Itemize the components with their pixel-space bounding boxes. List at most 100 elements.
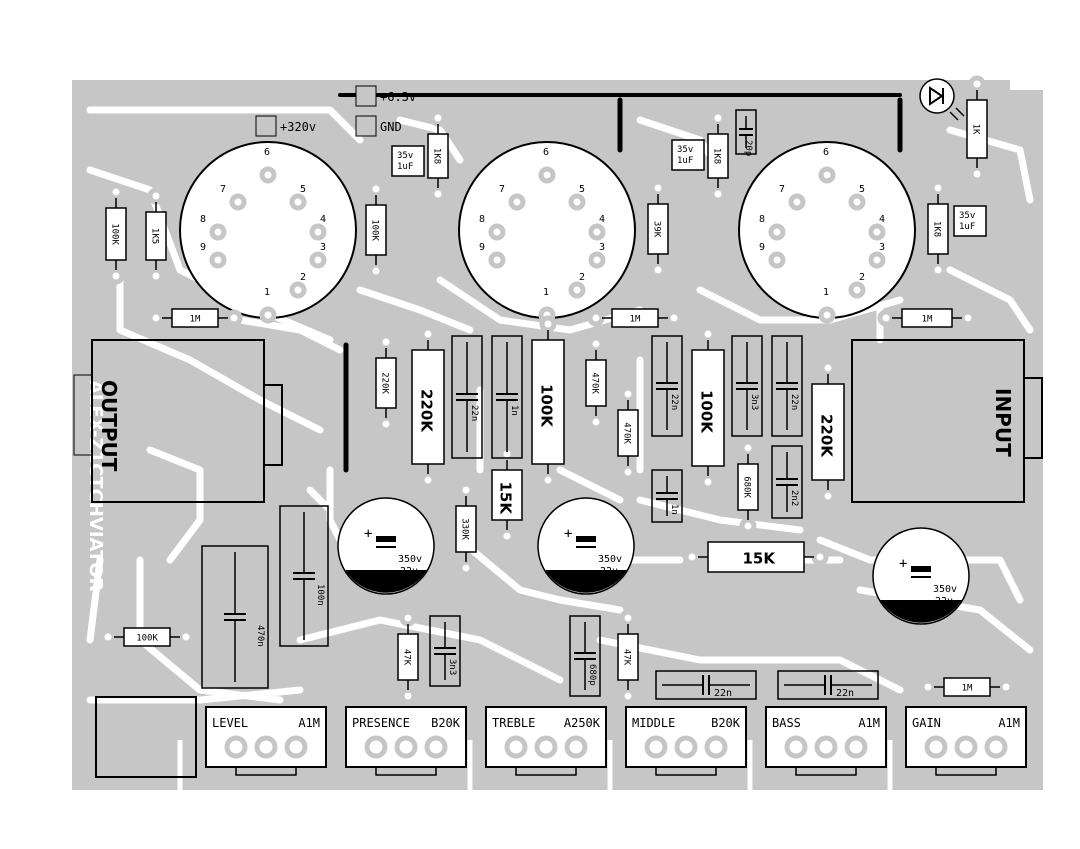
pot-level: LEVEL A1M — [205, 706, 327, 776]
tube-pin-label: 4 — [879, 214, 885, 225]
capacitor-c22n-a: 22n — [451, 335, 483, 459]
tube-pin-label: 6 — [264, 147, 270, 158]
pot-value: B20K — [711, 716, 741, 730]
pot-name: GAIN — [912, 716, 941, 730]
resistor-r15k-b: 15K — [683, 541, 829, 573]
resistor-value: 1K8 — [432, 148, 442, 164]
resistor-value: 1K — [971, 124, 981, 135]
capacitor-value: 1n — [509, 405, 519, 416]
tube-pin-label: 2 — [300, 272, 306, 283]
hv-label: +320v — [280, 120, 316, 134]
pot-value: A1M — [298, 716, 320, 730]
resistor-r1m-gain: 1M — [919, 677, 1015, 697]
tube-pin-label: 3 — [599, 242, 605, 253]
tube-pin-label: 3 — [879, 242, 885, 253]
resistor-r1m-left: 1M — [147, 308, 243, 328]
capacitor-voltage: 35v — [959, 211, 975, 221]
resistor-value: 100K — [370, 219, 380, 241]
tube-pin-label: 1 — [543, 287, 549, 298]
capacitor-value: 22n — [714, 688, 732, 699]
resistor-r470k-b: 470K — [617, 385, 639, 481]
capacitor-value: 100n — [315, 584, 325, 606]
resistor-value: 100K — [698, 390, 716, 434]
electrolytic-voltage: 350v — [933, 584, 957, 595]
tube-pin-label: 7 — [220, 184, 226, 195]
pot-value: A1M — [858, 716, 880, 730]
tube-pin-label: 8 — [200, 214, 206, 225]
resistor-value: 330K — [460, 518, 470, 540]
resistor-value: 680K — [742, 476, 752, 498]
capacitor-value: 2n2 — [789, 490, 799, 506]
electrolytic-voltage: 350v — [598, 554, 622, 565]
tube-pin-label: 8 — [759, 214, 765, 225]
capacitor-c3n3-a: 3n3 — [731, 335, 763, 437]
capacitor-c22n-e: 22n — [777, 670, 879, 700]
capacitor-value: 1uF — [677, 156, 693, 166]
resistor-r1k-led: 1K — [966, 75, 988, 183]
input-jack: INPUT — [851, 339, 1043, 503]
tube-pin-label: 3 — [320, 242, 326, 253]
resistor-r220k-input: 220K — [811, 359, 845, 505]
resistor-value: 470K — [590, 372, 600, 394]
resistor-r100k-v1: 100K — [365, 180, 387, 280]
ground-label: GND — [380, 120, 402, 134]
capacitor-c2n2: 2n2 — [771, 445, 803, 519]
resistor-value: 1M — [922, 315, 933, 325]
capacitor-value: 680p — [587, 664, 597, 686]
electrolytic-polarity: + — [564, 526, 572, 542]
tube-pin-label: 5 — [579, 184, 585, 195]
switch-footprint — [95, 696, 197, 778]
capacitor-voltage: 35v — [677, 145, 693, 155]
tube-pin-label: 4 — [320, 214, 326, 225]
resistor-r1k5: 1K5 — [145, 187, 167, 285]
resistor-r100k-a: 100K — [531, 315, 565, 489]
resistor-value: 1K5 — [150, 228, 160, 244]
resistor-r1k8-v1: 1K8 — [427, 109, 449, 203]
capacitor-c3n3-b: 3n3 — [429, 615, 461, 687]
capacitor-c470n: 470n — [201, 545, 269, 689]
capacitor-value: 470n — [255, 625, 265, 647]
tube-pin-label: 9 — [759, 242, 765, 253]
pot-name: LEVEL — [212, 716, 248, 730]
resistor-value: 1M — [630, 315, 641, 325]
resistor-value: 100K — [538, 384, 556, 428]
resistor-value: 15K — [497, 482, 515, 516]
tube-pin-label: 7 — [499, 184, 505, 195]
capacitor-value: 1uF — [959, 222, 975, 232]
output-jack: OUTPUT — [73, 339, 283, 503]
resistor-value: 39K — [652, 221, 662, 238]
capacitor-c1n-a: 1n — [491, 335, 523, 459]
resistor-r1k8-v3: 1K8 — [927, 179, 949, 279]
tube-pin-label: 7 — [779, 184, 785, 195]
capacitor-c22n-d: 22n — [655, 670, 757, 700]
capacitor-c1n-b: 1n — [651, 469, 683, 523]
capacitor-value: 1n — [669, 504, 679, 515]
resistor-r100k-bottom: 100K — [99, 627, 195, 647]
capacitor-c680p: 680p — [569, 615, 601, 697]
resistor-r100k-b: 100K — [691, 325, 725, 491]
resistor-r1m-right: 1M — [877, 308, 977, 328]
resistor-value: 100K — [110, 223, 120, 245]
resistor-r1k8-v2: 1K8 — [707, 109, 729, 203]
resistor-r220k-a: 220K — [375, 333, 397, 433]
pot-value: A250K — [564, 716, 601, 730]
resistor-r220k-b: 220K — [411, 325, 445, 489]
resistor-r330k: 330K — [455, 481, 477, 577]
output-label: OUTPUT — [97, 380, 121, 472]
capacitor-value: 22n — [469, 405, 479, 421]
tube-pin-label: 4 — [599, 214, 605, 225]
resistor-value: 1K8 — [932, 221, 942, 237]
resistor-r47k-b: 47K — [617, 609, 639, 705]
electrolytic-voltage: 350v — [398, 554, 422, 565]
